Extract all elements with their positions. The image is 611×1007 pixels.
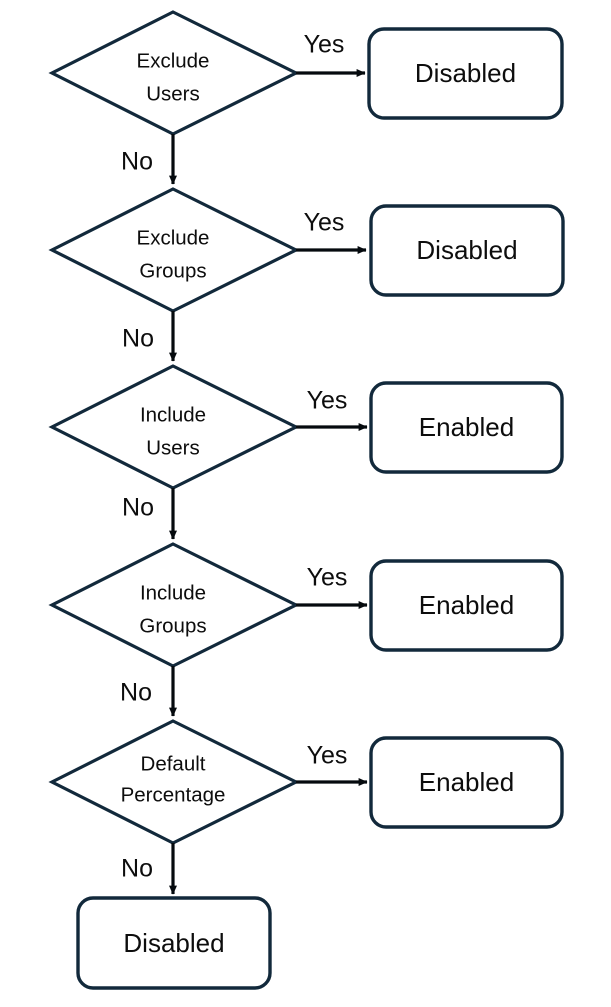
decision-label-line1: Exclude [137, 49, 210, 72]
rounded-rect [76, 896, 272, 990]
decision-label-line1: Exclude [137, 226, 210, 249]
decision-label-line1: Include [140, 581, 206, 604]
outcome-box-3[interactable]: Enabled [369, 381, 564, 474]
decision-exclude-users[interactable]: Exclude Users [48, 10, 300, 136]
rounded-rect [369, 559, 564, 652]
decision-label-line1: Include [140, 403, 206, 426]
diamond-shape [48, 187, 300, 313]
decision-label-line2: Users [146, 82, 200, 105]
outcome-label: Disabled [123, 928, 224, 958]
edge-label-no-2: No [122, 325, 154, 353]
edge-label-yes-1: Yes [304, 31, 345, 59]
outcome-box-4[interactable]: Enabled [369, 559, 564, 652]
decision-exclude-groups[interactable]: Exclude Groups [48, 187, 300, 313]
edge-label-no-4: No [120, 679, 152, 707]
decision-label-line1: Default [141, 752, 206, 775]
decision-label-line2: Percentage [121, 783, 226, 806]
decision-include-groups[interactable]: Include Groups [48, 542, 300, 668]
rounded-rect [367, 27, 564, 120]
decision-label-line2: Users [146, 436, 200, 459]
decision-default-percentage[interactable]: Default Percentage [48, 719, 300, 845]
rounded-rect [369, 381, 564, 474]
outcome-label: Disabled [416, 235, 517, 265]
diamond-shape [48, 542, 300, 668]
rounded-rect [369, 736, 564, 829]
edge-label-no-1: No [121, 148, 153, 176]
outcome-box-1[interactable]: Disabled [367, 27, 564, 120]
rounded-rect [369, 204, 565, 297]
decision-include-users[interactable]: Include Users [48, 364, 300, 490]
edge-label-no-5: No [121, 855, 153, 883]
decision-label-line2: Groups [139, 614, 206, 637]
outcome-label: Enabled [419, 412, 514, 442]
edge-label-yes-2: Yes [304, 209, 345, 237]
edge-label-yes-5: Yes [307, 742, 348, 770]
diamond-shape [48, 719, 300, 845]
outcome-label: Enabled [419, 767, 514, 797]
outcome-box-final[interactable]: Disabled [76, 896, 272, 990]
diamond-shape [48, 364, 300, 490]
decision-label-line2: Groups [139, 259, 206, 282]
outcome-box-5[interactable]: Enabled [369, 736, 564, 829]
edge-label-yes-4: Yes [307, 564, 348, 592]
outcome-label: Disabled [415, 58, 516, 88]
outcome-box-2[interactable]: Disabled [369, 204, 565, 297]
edge-label-no-3: No [122, 494, 154, 522]
diamond-shape [48, 10, 300, 136]
edge-label-yes-3: Yes [307, 387, 348, 415]
outcome-label: Enabled [419, 590, 514, 620]
